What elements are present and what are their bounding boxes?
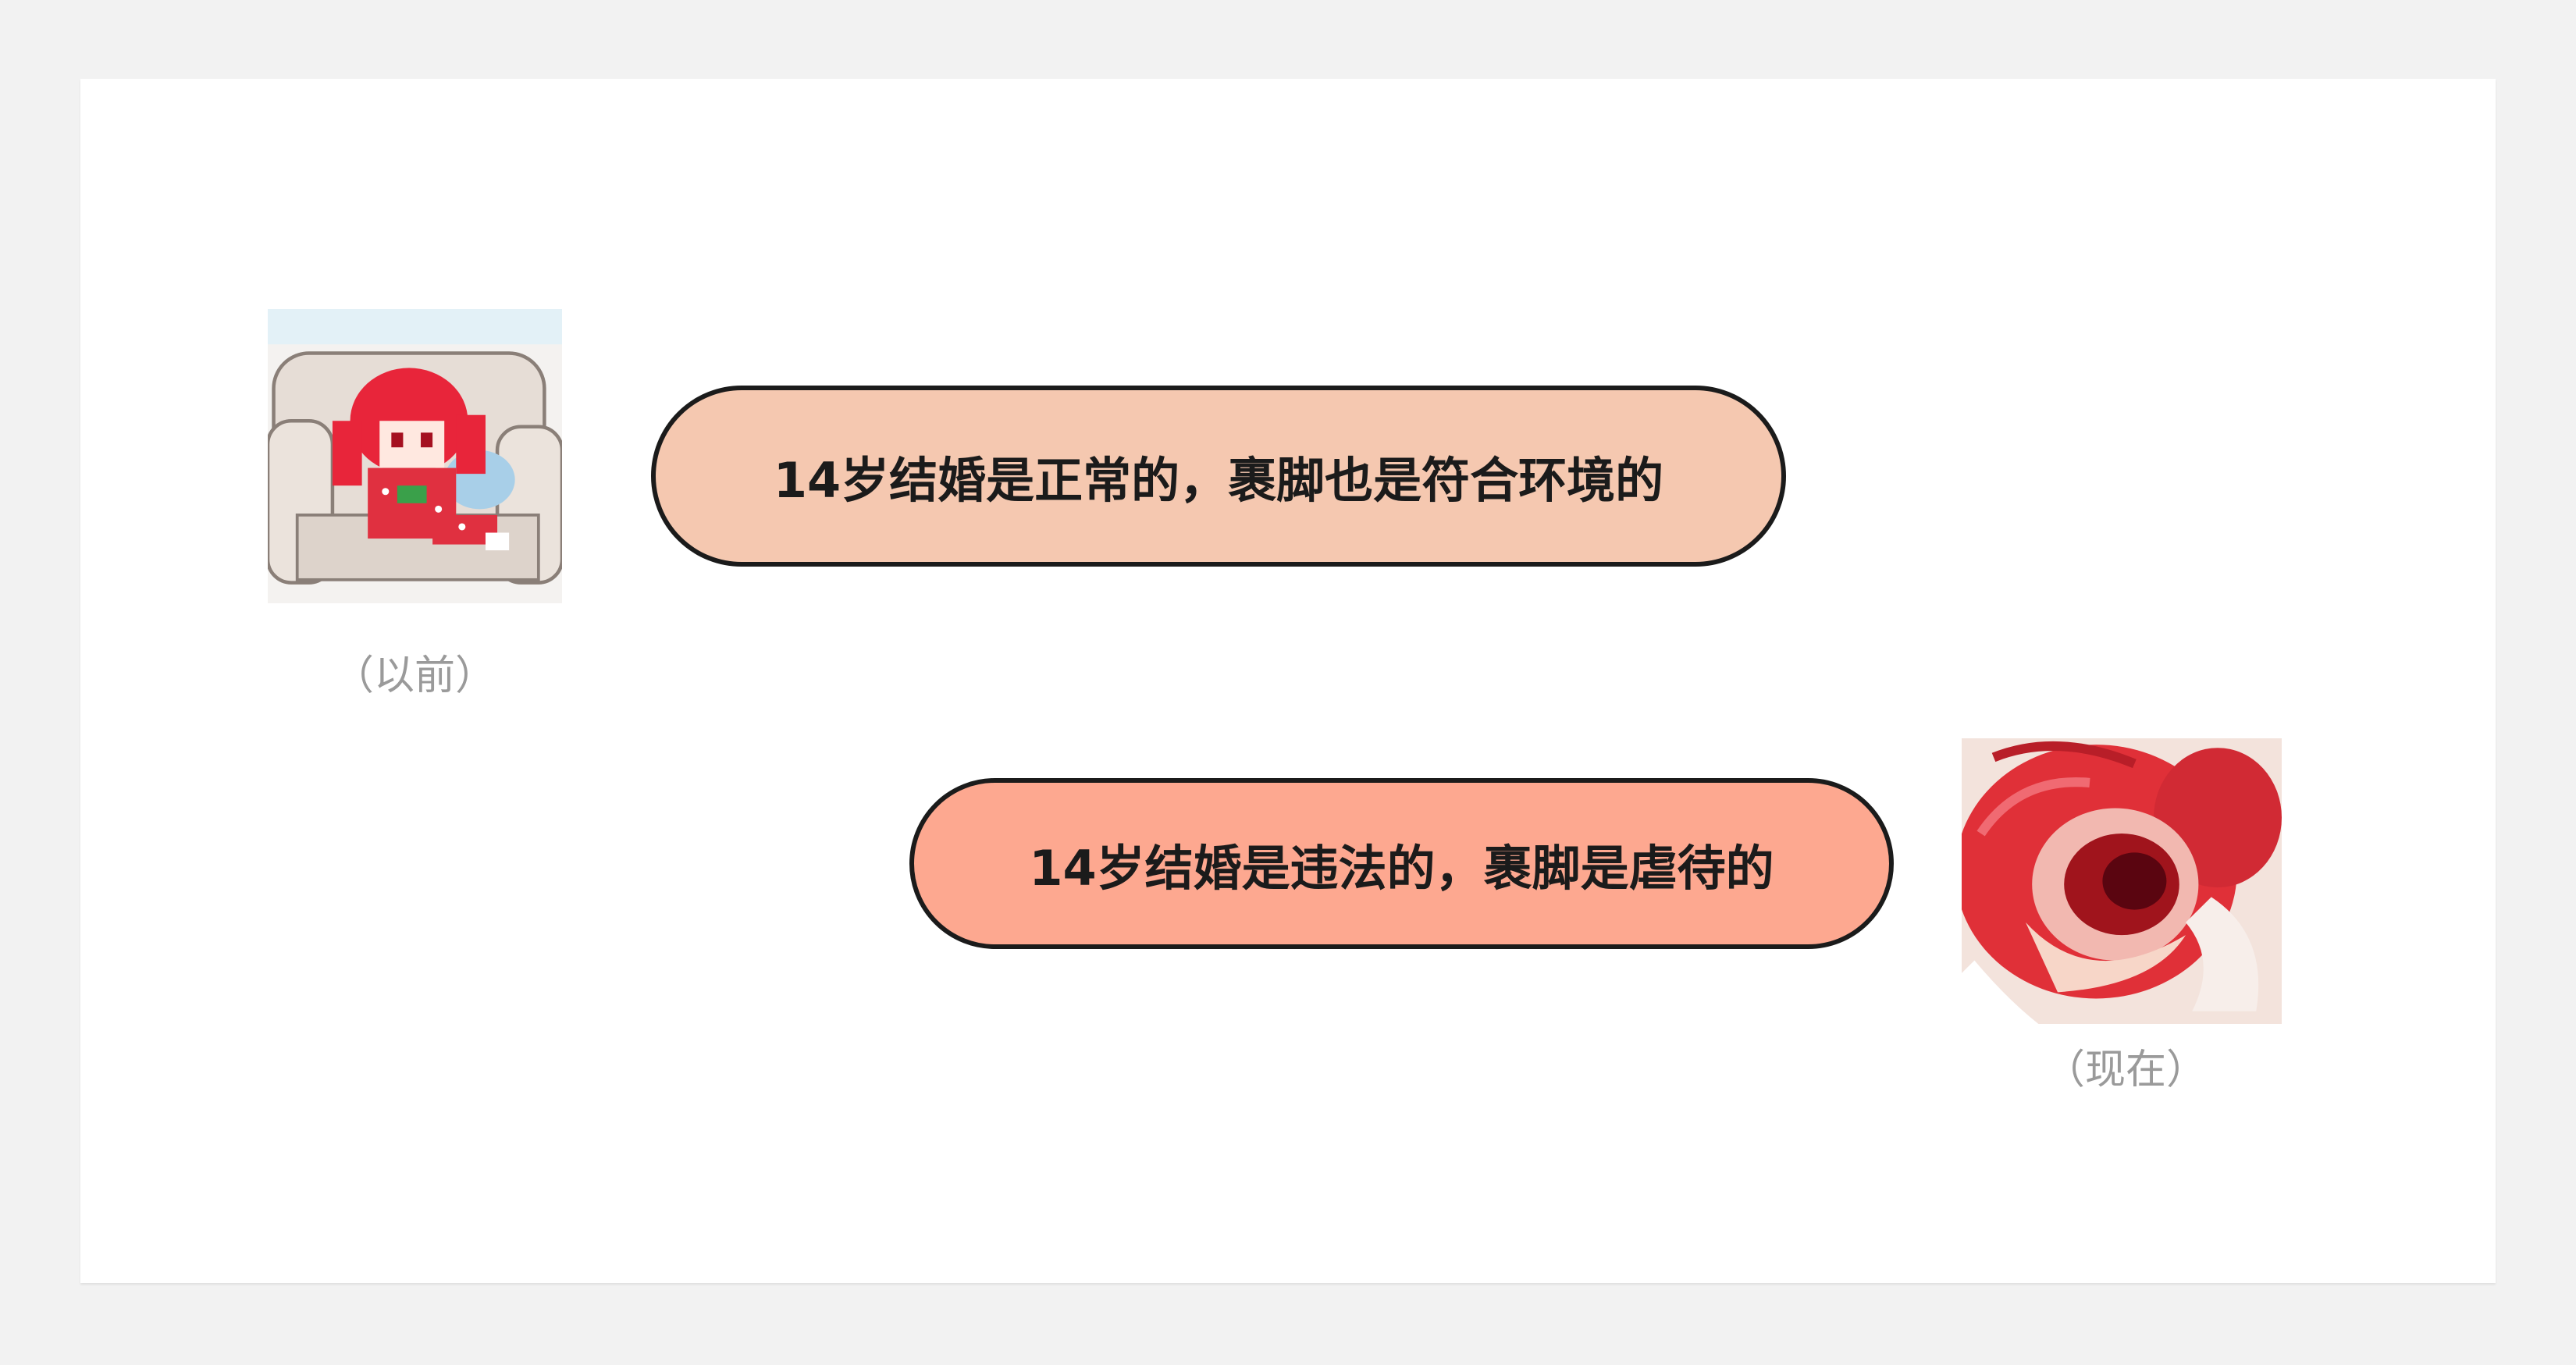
speech-bubble-before: 14岁结婚是正常的，裹脚也是符合环境的 — [651, 386, 1786, 567]
speech-bubble-now: 14岁结婚是违法的，裹脚是虐待的 — [909, 778, 1894, 949]
meme-card: （以前） 14岁结婚是正常的，裹脚也是符合环境的 14岁结婚是违法的，裹脚是虐待… — [80, 79, 2496, 1283]
chibi-on-sofa-image — [268, 309, 562, 603]
caption-before: （以前） — [333, 652, 496, 699]
bubble-text-now: 14岁结婚是违法的，裹脚是虐待的 — [1029, 839, 1774, 897]
bubble-text-before: 14岁结婚是正常的，裹脚也是符合环境的 — [773, 452, 1664, 509]
spinning-figure-image — [1962, 738, 2282, 1024]
caption-now: （现在） — [2044, 1047, 2207, 1093]
